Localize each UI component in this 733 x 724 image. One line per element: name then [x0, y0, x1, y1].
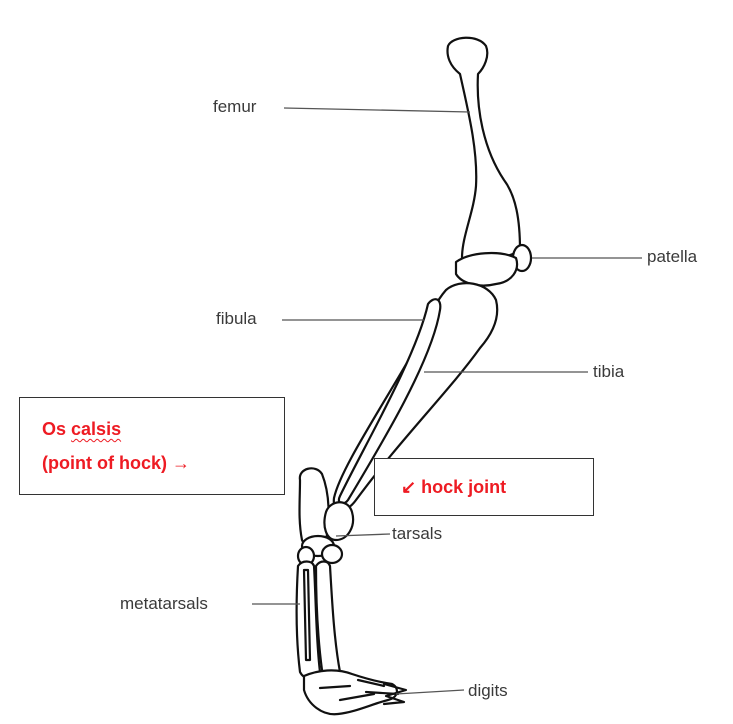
patella-label: patella: [647, 248, 697, 265]
tarsal-bone-2: [322, 545, 342, 563]
os-word: Os: [42, 419, 66, 439]
hock-joint-text: ↙ hock joint: [401, 472, 506, 503]
metatarsals-label: metatarsals: [120, 595, 208, 612]
tarsals-label: tarsals: [392, 525, 442, 542]
tibia-label: tibia: [593, 363, 624, 380]
femur-label: femur: [213, 98, 256, 115]
digits-label: digits: [468, 682, 508, 699]
hock-joint-annotation-box: ↙ hock joint: [374, 458, 594, 516]
fibula-label: fibula: [216, 310, 257, 327]
hock-joint-bone: [324, 502, 353, 540]
os-calsis-text: Os calsis: [42, 414, 121, 445]
knee-condyles: [456, 253, 517, 285]
os-calsis-bone: [300, 468, 329, 546]
femur-bone: [448, 38, 521, 260]
metatarsal-bone-3: [304, 570, 310, 660]
metatarsal-bone-2: [316, 562, 340, 677]
point-of-hock-text: (point of hock) →: [42, 448, 190, 479]
femur-leader: [284, 108, 470, 112]
os-calsis-annotation-box: Os calsis (point of hock) →: [19, 397, 285, 495]
calsis-word: calsis: [71, 419, 121, 439]
